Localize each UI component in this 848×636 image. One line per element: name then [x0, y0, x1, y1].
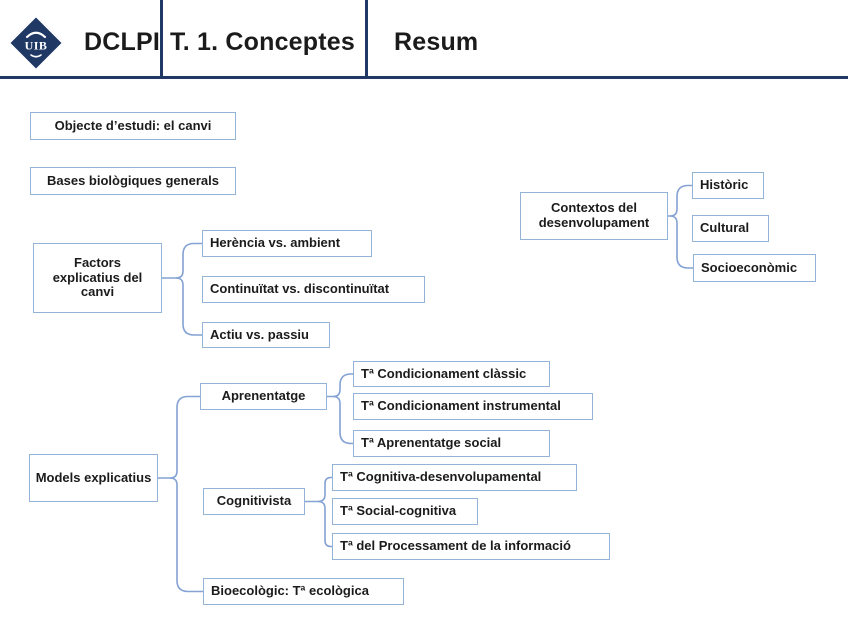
node-t_cond_instrumental: Tª Condicionament instrumental [353, 393, 593, 420]
node-label: Cultural [700, 220, 750, 236]
node-label: Bioecològic: Tª ecològica [211, 583, 369, 599]
node-historic: Històric [692, 172, 764, 199]
node-label: Tª Condicionament clàssic [361, 365, 527, 381]
node-herencia: Herència vs. ambient [202, 230, 372, 257]
node-models: Models explicatius [29, 454, 158, 502]
node-bases: Bases biològiques generals [30, 167, 236, 195]
node-label: Aprenentatge [221, 388, 306, 404]
header-topic: T. 1. Conceptes [170, 28, 355, 56]
brace-connector [169, 395, 204, 593]
header-rule [0, 76, 848, 79]
node-label: Tª Cognitiva-desenvolupamental [340, 469, 542, 485]
node-socioeconomic: Socioeconòmic [693, 254, 816, 282]
brace-connector [669, 184, 694, 269]
node-label: Contextos del desenvolupament [538, 200, 650, 230]
node-label: Tª Aprenentatge social [361, 435, 502, 451]
node-actiu: Actiu vs. passiu [202, 322, 330, 348]
node-t_cond_classic: Tª Condicionament clàssic [353, 361, 550, 387]
brace-connector [332, 373, 354, 445]
node-label: Herència vs. ambient [210, 235, 341, 251]
node-t_apr_social: Tª Aprenentatge social [353, 430, 550, 457]
node-label: Tª del Processament de la informació [340, 538, 571, 554]
node-continuitat: Continuïtat vs. discontinuïtat [202, 276, 425, 303]
node-t_cog_des: Tª Cognitiva-desenvolupamental [332, 464, 577, 491]
node-label: Bases biològiques generals [47, 172, 219, 188]
header-divider-1 [160, 0, 163, 77]
node-cultural: Cultural [692, 215, 769, 242]
node-label: Objecte d’estudi: el canvi [54, 117, 212, 133]
brace-connector [317, 476, 333, 548]
node-label: Històric [700, 177, 749, 193]
header-view: Resum [394, 28, 479, 56]
svg-text:UIB: UIB [25, 39, 48, 53]
node-bioecologic: Bioecològic: Tª ecològica [203, 578, 404, 605]
node-label: Factors explicatius del canvi [52, 254, 143, 300]
node-label: Models explicatius [35, 469, 152, 485]
node-t_social_cog: Tª Social-cognitiva [332, 498, 478, 525]
node-aprenentatge: Aprenentatge [200, 383, 327, 410]
uib-logo-icon: UIB [10, 17, 62, 69]
node-contextos: Contextos del desenvolupament [520, 192, 668, 240]
node-cognitivista: Cognitivista [203, 488, 305, 515]
node-label: Continuïtat vs. discontinuïtat [210, 281, 390, 297]
brace-connector [175, 242, 203, 336]
node-label: Socioeconòmic [701, 259, 798, 275]
node-label: Tª Social-cognitiva [340, 503, 457, 519]
node-objecte: Objecte d’estudi: el canvi [30, 112, 236, 140]
node-label: Actiu vs. passiu [210, 326, 309, 342]
node-label: Cognitivista [216, 493, 292, 509]
node-t_processament: Tª del Processament de la informació [332, 533, 610, 560]
header-divider-2 [365, 0, 368, 77]
node-label: Tª Condicionament instrumental [361, 398, 561, 414]
node-factors: Factors explicatius del canvi [33, 243, 162, 313]
header-course: DCLPI [84, 28, 160, 56]
